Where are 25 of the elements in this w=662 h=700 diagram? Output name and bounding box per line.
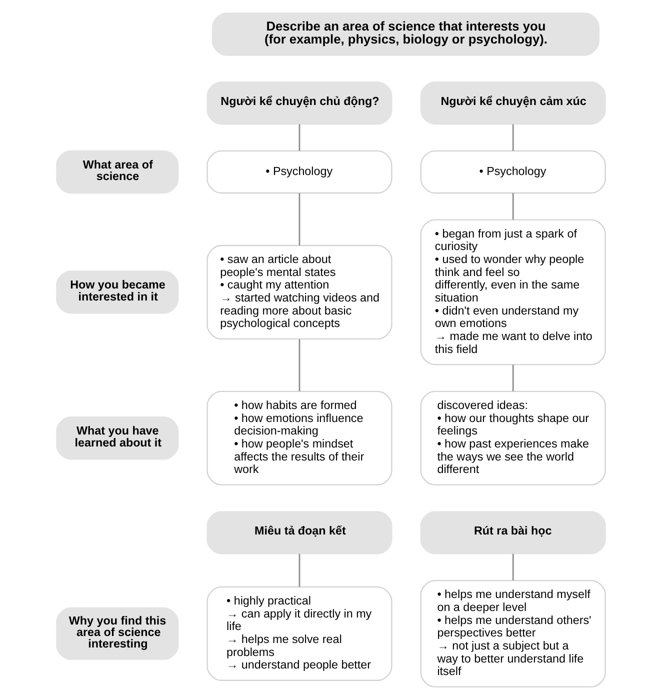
node-box: Miêu tả đoạn kết: [206, 511, 392, 554]
node-box: What area of science: [56, 150, 179, 194]
node-box: Why you find this area of science interesting: [56, 607, 179, 660]
node-box: Người kể chuyện cảm xúc: [420, 82, 606, 125]
node-box: • began from just a spark of curiosity • used to wonder why people think and feel so differently, even in the same situation • didn't even understand my own emotions → made me want to delve into this field: [420, 219, 606, 366]
node-box: Rút ra bài học: [420, 511, 606, 554]
connector: [298, 339, 300, 392]
node-box: • saw an article about people's mental states • caught my attention → started watching videos and reading more about basic psychological concepts: [206, 244, 392, 340]
node-box: • highly practical → can apply it directly in my life → helps me solve real problems → understand people better: [206, 586, 392, 681]
node-box: How you became interested in it: [56, 270, 179, 314]
node-box: What you have learned about it: [56, 416, 179, 460]
connector: [512, 193, 514, 220]
connector: [512, 554, 514, 580]
node-box: • Psychology: [420, 150, 606, 194]
connector: [298, 554, 300, 587]
node-box: discovered ideas: • how our thoughts shape our feelings • how past experiences make the ways we see the world different: [420, 390, 606, 486]
node-box: • helps me understand myself on a deeper level • helps me understand others' perspectives better → not just a subject but a way to better understand life itself: [420, 580, 606, 688]
node-box: Người kể chuyện chủ động?: [206, 82, 392, 125]
connector: [298, 124, 300, 151]
connector: [512, 364, 514, 392]
node-box: • Psychology: [206, 150, 392, 194]
node-box: Describe an area of science that interests you (for example, physics, biology or psychology).: [212, 12, 600, 56]
node-box: • how habits are formed • how emotions influence decision-making • how people's mindset affects the results of their work: [206, 390, 392, 486]
connector: [298, 193, 300, 246]
connector: [512, 124, 514, 151]
